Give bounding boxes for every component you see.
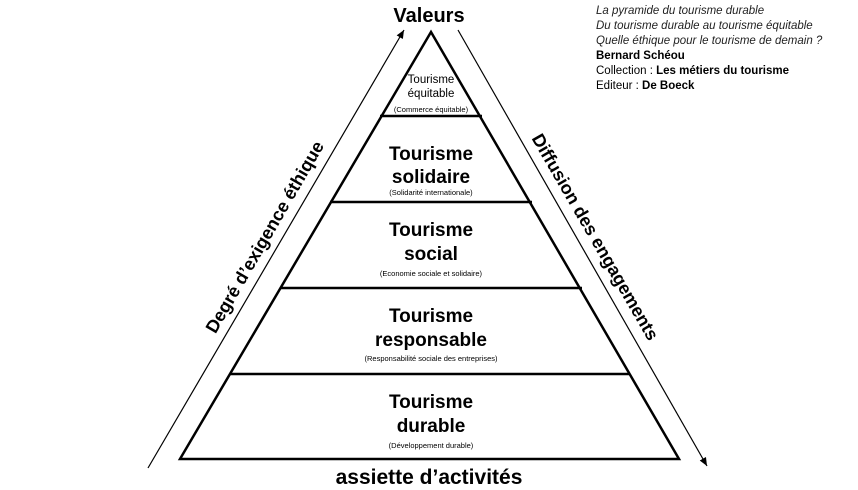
level-subtitle: (Responsabilité sociale des entreprises) — [365, 354, 498, 363]
level-tourisme-solidaire: Tourisme solidaire (Solidarité internati… — [389, 144, 473, 197]
credit-line: La pyramide du tourisme durable — [596, 5, 765, 17]
author: Bernard Schéou — [596, 50, 685, 62]
level-tourisme-equitable: Tourisme équitable (Commerce équitable) — [394, 74, 469, 114]
level-tourisme-responsable: Tourisme responsable (Responsabilité soc… — [365, 306, 498, 363]
level-title: durable — [397, 416, 466, 437]
right-axis-label: Diffusion des engagements — [528, 130, 663, 344]
level-title: Tourisme — [389, 220, 473, 241]
level-title: Tourisme — [389, 306, 473, 327]
publisher-label: Editeur : — [596, 80, 643, 92]
level-title: équitable — [408, 88, 455, 100]
level-title: responsable — [375, 330, 487, 351]
book-credits: La pyramide du tourisme durable Du touri… — [596, 4, 822, 94]
collection-value: Les métiers du tourisme — [656, 65, 790, 77]
credit-line: Du tourisme durable au tourisme équitabl… — [596, 20, 813, 32]
level-tourisme-social: Tourisme social (Economie sociale et sol… — [380, 220, 483, 278]
left-arrow — [147, 29, 405, 469]
level-title: social — [404, 244, 458, 265]
right-arrow — [457, 29, 708, 467]
level-title: Tourisme — [408, 74, 455, 86]
pyramid-outline — [177, 29, 682, 461]
level-subtitle: (Economie sociale et solidaire) — [380, 269, 483, 278]
collection-label: Collection : — [596, 65, 657, 77]
level-subtitle: (Commerce équitable) — [394, 105, 469, 114]
level-title: Tourisme — [389, 392, 473, 413]
left-axis-label: Degré d’exigence éthique — [202, 138, 328, 337]
level-subtitle: (Développement durable) — [389, 441, 474, 450]
level-title: solidaire — [392, 167, 470, 188]
level-title: Tourisme — [389, 144, 473, 165]
top-label: Valeurs — [393, 5, 464, 27]
level-subtitle: (Solidarité internationale) — [389, 188, 473, 197]
level-tourisme-durable: Tourisme durable (Développement durable) — [389, 392, 474, 450]
bottom-label: assiette d’activités — [336, 466, 523, 489]
credit-line: Quelle éthique pour le tourisme de demai… — [596, 35, 823, 47]
publisher-value: De Boeck — [642, 80, 695, 92]
